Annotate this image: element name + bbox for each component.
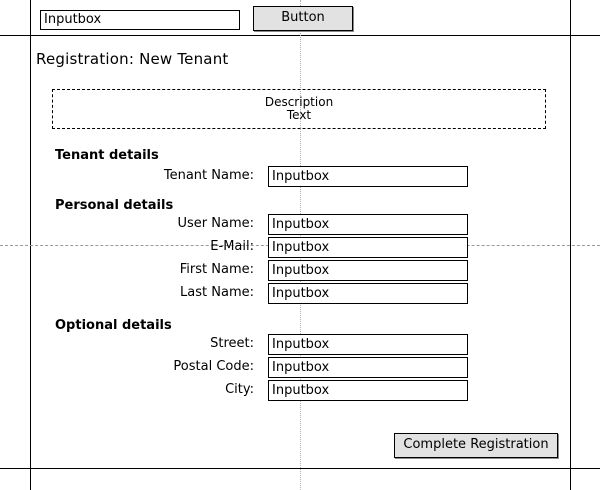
first-name-label: First Name:	[179, 262, 254, 277]
description-line-2: Text	[286, 108, 312, 122]
city-input[interactable]: Inputbox	[268, 380, 468, 401]
top-search-input[interactable]: Inputbox	[40, 10, 240, 30]
email-label: E-Mail:	[210, 239, 254, 254]
top-button[interactable]: Button	[253, 6, 353, 31]
complete-registration-button[interactable]: Complete Registration	[394, 433, 558, 458]
page-title: Registration: New Tenant	[36, 50, 229, 68]
user-name-input[interactable]: Inputbox	[268, 214, 468, 235]
tenant-details-heading: Tenant details	[55, 148, 159, 163]
user-name-label: User Name:	[177, 216, 255, 231]
last-name-label: Last Name:	[180, 285, 254, 300]
last-name-input[interactable]: Inputbox	[268, 283, 468, 304]
description-box: Description Text	[52, 89, 546, 129]
first-name-input[interactable]: Inputbox	[268, 260, 468, 281]
personal-details-heading: Personal details	[55, 198, 174, 213]
tenant-name-label: Tenant Name:	[163, 168, 254, 183]
street-label: Street:	[210, 336, 254, 351]
city-label: City:	[225, 382, 254, 397]
tenant-name-input[interactable]: Inputbox	[268, 166, 468, 187]
street-input[interactable]: Inputbox	[268, 334, 468, 355]
postal-code-label: Postal Code:	[173, 359, 254, 374]
postal-code-input[interactable]: Inputbox	[268, 357, 468, 378]
description-line-1: Description	[264, 95, 334, 109]
email-input[interactable]: Inputbox	[268, 237, 468, 258]
optional-details-heading: Optional details	[55, 318, 172, 333]
